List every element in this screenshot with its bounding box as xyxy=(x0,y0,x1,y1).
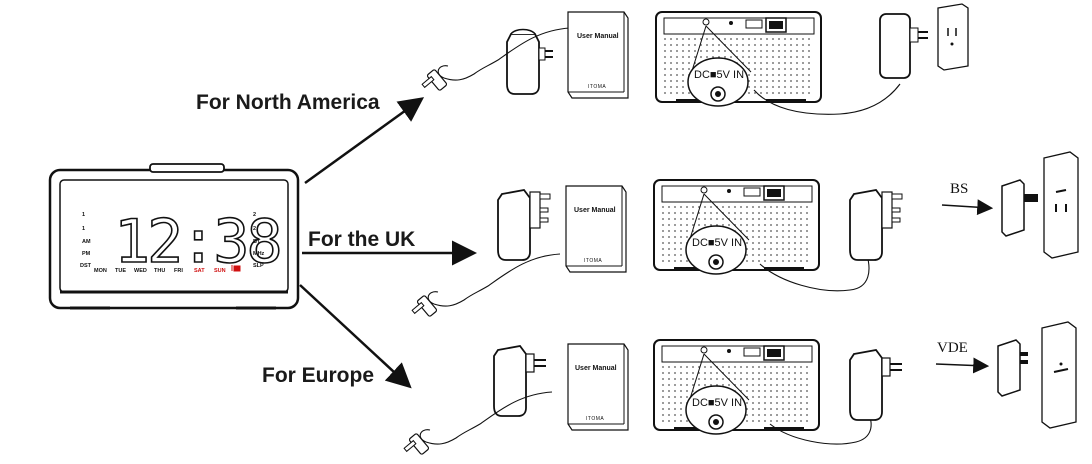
sleep-indicator: SLP xyxy=(253,263,264,269)
svg-text:User Manual: User Manual xyxy=(574,207,616,214)
label-north-america: For North America xyxy=(196,91,380,114)
svg-text:User Manual: User Manual xyxy=(577,33,619,40)
uk-adapter-plugged-icon xyxy=(849,189,903,261)
vde-standard-label: VDE xyxy=(937,340,968,356)
am-indicator: AM xyxy=(82,239,91,245)
eu-adapter-icon xyxy=(493,345,547,417)
svg-text:DC■5V IN: DC■5V IN xyxy=(694,69,744,81)
usb-cable-icon xyxy=(421,27,571,92)
svg-text:ITOMA: ITOMA xyxy=(584,258,602,264)
svg-text:ITOMA: ITOMA xyxy=(588,84,606,90)
row-north-america: User Manual ITOMA DC■5V IN xyxy=(421,3,969,115)
svg-text:DC■5V IN: DC■5V IN xyxy=(692,237,742,249)
day-fri: FRI xyxy=(174,268,183,274)
user-manual-icon: User Manual ITOMA xyxy=(565,185,627,273)
usb-cable-icon xyxy=(403,391,553,456)
arrow-to-bs-outlet xyxy=(941,199,994,216)
user-manual-icon: User Manual ITOMA xyxy=(567,11,629,99)
us-adapter-plugged-icon xyxy=(879,13,928,79)
eu-wall-outlet-icon xyxy=(1041,321,1077,429)
eu-adapter-plugged-icon xyxy=(849,349,903,421)
us-wall-outlet-icon xyxy=(937,3,969,71)
label-europe: For Europe xyxy=(262,364,374,387)
day-mon: MON xyxy=(94,268,107,274)
vde-adapter-connector-icon xyxy=(997,339,1028,397)
label-uk: For the UK xyxy=(308,228,415,251)
svg-text:ITOMA: ITOMA xyxy=(586,416,604,422)
alarm1-indicator: 1 xyxy=(82,212,85,218)
arrow-to-vde-outlet xyxy=(935,357,990,374)
power-cord xyxy=(753,83,901,115)
alarm-clock-front: 12:38 1 1 AM PM DST 2 2 BT MHz SLP MON T… xyxy=(48,163,300,310)
mhz-indicator: MHz xyxy=(253,251,265,257)
clock-time-display: 12:38 xyxy=(114,207,280,277)
alarm2b-indicator: 2 xyxy=(253,226,256,232)
bs-adapter-connector-icon xyxy=(1001,179,1038,237)
uk-wall-outlet-icon xyxy=(1043,151,1079,259)
usb-cable-icon xyxy=(411,253,561,318)
arrow-north-america xyxy=(304,97,425,185)
svg-text:User Manual: User Manual xyxy=(575,365,617,372)
bt-indicator: BT xyxy=(253,239,261,245)
clock-back-icon: DC■5V IN xyxy=(653,339,820,435)
row-uk: User Manual ITOMA DC■5V IN BS xyxy=(411,151,1079,318)
svg-text:DC■5V IN: DC■5V IN xyxy=(692,397,742,409)
alarm2-indicator: 2 xyxy=(253,212,256,218)
day-tue: TUE xyxy=(115,268,126,274)
uk-adapter-icon xyxy=(497,189,551,261)
clock-back-icon: DC■5V IN xyxy=(653,179,820,275)
day-thu: THU xyxy=(154,268,165,274)
user-manual-icon: User Manual ITOMA xyxy=(567,343,629,431)
day-wed: WED xyxy=(134,268,147,274)
power-cord xyxy=(769,411,872,445)
clock-back-icon: DC■5V IN xyxy=(655,11,822,107)
row-europe: User Manual ITOMA DC■5V IN VDE xyxy=(403,321,1077,456)
pm-indicator: PM xyxy=(82,251,91,257)
alarm1b-indicator: 1 xyxy=(82,226,85,232)
arrow-europe xyxy=(299,284,412,389)
bs-standard-label: BS xyxy=(950,181,968,197)
day-sat: SAT xyxy=(194,268,205,274)
dst-indicator: DST xyxy=(80,263,92,269)
note-icon xyxy=(231,265,241,272)
power-cord xyxy=(759,251,870,292)
day-sun: SUN xyxy=(214,268,226,274)
